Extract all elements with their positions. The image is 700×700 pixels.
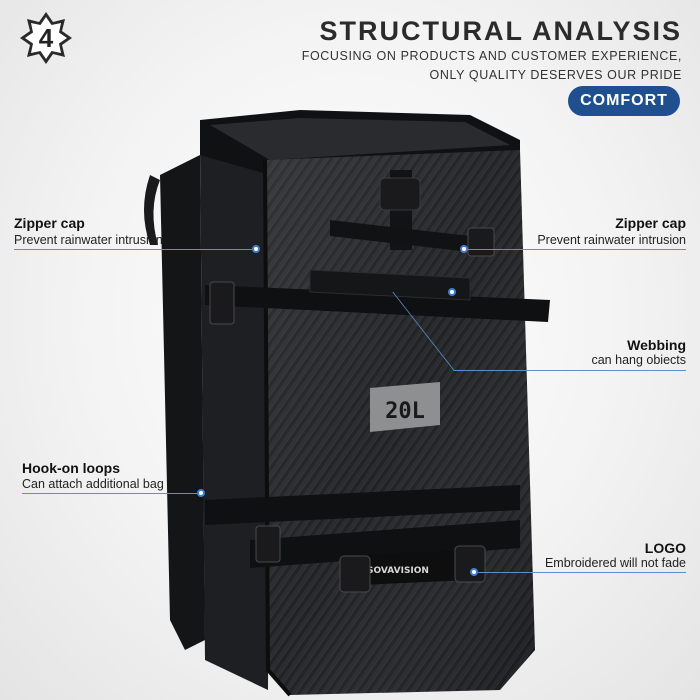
step-number: 4 <box>38 23 54 53</box>
callout-line <box>22 493 200 494</box>
callout-zipper-cap-left-title: Zipper cap <box>14 215 85 231</box>
page-title: STRUCTURAL ANALYSIS <box>319 16 682 46</box>
callout-dot <box>470 568 478 576</box>
callout-zipper-cap-left-desc: Prevent rainwater intrusion <box>14 233 163 247</box>
roll-top-highlight <box>210 118 510 160</box>
callout-webbing-title: Webbing <box>627 337 686 353</box>
subtitle-line-1: FOCUSING ON PRODUCTS AND CUSTOMER EXPERI… <box>301 49 682 63</box>
callout-dot <box>252 245 260 253</box>
step-badge: 4 <box>18 10 74 66</box>
callout-line <box>555 370 686 371</box>
top-buckle <box>379 177 421 211</box>
comfort-pill: COMFORT <box>568 86 680 116</box>
bag-left-body <box>200 150 270 690</box>
octagram-badge-icon <box>20 12 72 64</box>
webbing-lower <box>205 485 520 525</box>
logo-strap <box>360 550 470 585</box>
subtitle-line-2: ONLY QUALITY DESERVES OUR PRIDE <box>429 68 682 82</box>
callout-zipper-cap-right-title: Zipper cap <box>615 215 686 231</box>
callout-line <box>478 572 686 573</box>
bag-side-panel <box>160 155 205 650</box>
callout-dot <box>197 489 205 497</box>
callout-line <box>14 249 258 250</box>
callout-dot <box>460 245 468 253</box>
callout-dot <box>448 288 456 296</box>
callout-hook-loops-desc: Can attach additional bag <box>22 477 164 491</box>
capacity-label: 20L <box>385 399 425 424</box>
callout-line <box>466 249 686 250</box>
callout-zipper-cap-right-desc: Prevent rainwater intrusion <box>537 233 686 247</box>
callout-webbing-desc: can hang obiects <box>591 353 686 367</box>
callout-logo-desc: Embroidered will not fade <box>544 556 686 570</box>
callout-hook-loops-title: Hook-on loops <box>22 460 120 476</box>
callout-logo-title: LOGO <box>644 540 686 556</box>
hook-strap <box>144 175 160 245</box>
webbing-upper <box>205 285 550 322</box>
capacity-patch <box>370 382 440 432</box>
brand-logo: SOVAVISION <box>367 566 429 576</box>
side-buckle <box>209 281 235 325</box>
